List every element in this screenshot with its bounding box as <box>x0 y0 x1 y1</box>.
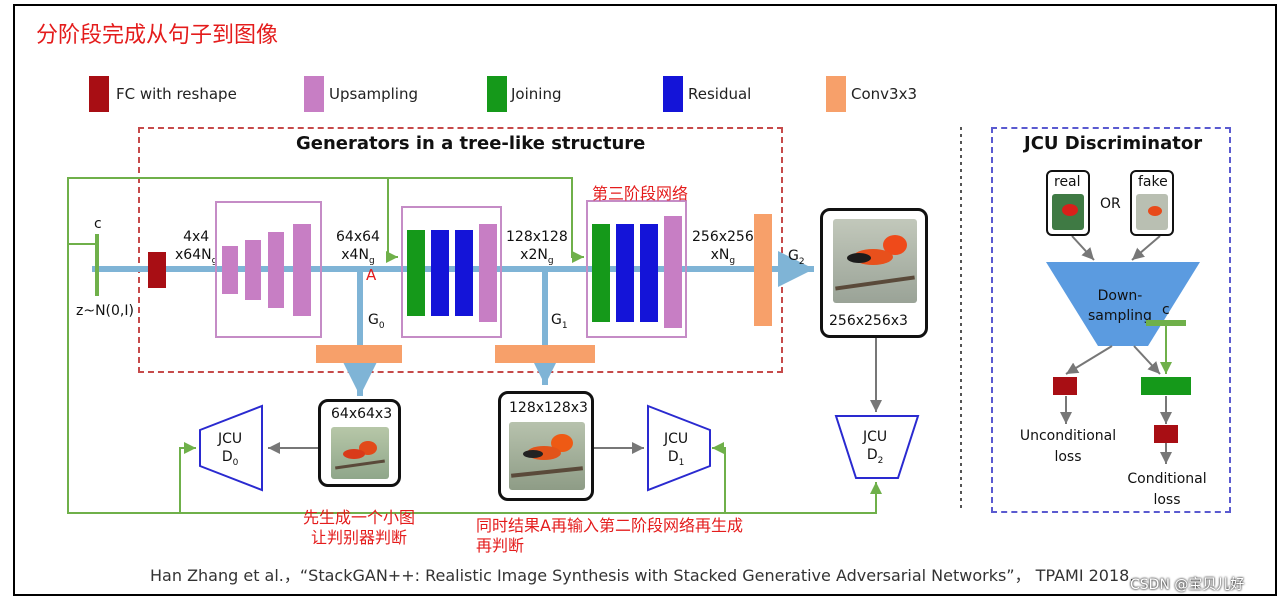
annotation-2: 同时结果A再输入第二阶段网络再生成再判断 <box>476 516 743 555</box>
bird-image-large <box>833 219 917 303</box>
upsample-bar <box>479 224 497 322</box>
real-image: real <box>1046 170 1090 236</box>
legend-swatch-upsampling <box>304 76 324 112</box>
residual-bar <box>455 230 473 316</box>
g2-label: G2 <box>788 248 805 267</box>
d1-shape <box>647 404 711 492</box>
legend-swatch-residual <box>663 76 683 112</box>
generators-region <box>138 127 783 373</box>
green-c-line-2 <box>388 177 584 263</box>
upsample-bar <box>293 224 311 316</box>
image-256: 256x256x3 <box>820 208 928 338</box>
upsample-bar <box>245 240 261 300</box>
page-title: 分阶段完成从句子到图像 <box>36 23 279 48</box>
legend-swatch-conv <box>826 76 846 112</box>
c-label: c <box>94 216 102 232</box>
green-c-line <box>67 177 398 263</box>
bird-image-medium <box>509 422 585 490</box>
d0-shape <box>199 404 263 492</box>
legend-label-joining: Joining <box>511 85 562 103</box>
conv-final <box>754 214 772 326</box>
legend-label-fc: FC with reshape <box>116 85 237 103</box>
stage3-block <box>586 200 687 338</box>
residual-bar <box>431 230 449 316</box>
legend-label-upsampling: Upsampling <box>329 85 419 103</box>
point-a-label: A <box>366 266 377 284</box>
or-label: OR <box>1100 196 1121 212</box>
real-bird <box>1052 194 1084 230</box>
upsample-bar <box>222 246 238 294</box>
fc-block <box>148 252 166 288</box>
stage2-block <box>401 206 502 338</box>
legend-swatch-joining <box>487 76 507 112</box>
legend-label-residual: Residual <box>688 85 752 103</box>
cond-block <box>1154 425 1178 443</box>
legend-swatch-fc <box>89 76 109 112</box>
downsampling-shape <box>1046 262 1200 346</box>
stage1-block <box>215 201 322 338</box>
jcu-heading: JCU Discriminator <box>1024 133 1203 154</box>
green-d1 <box>712 442 726 513</box>
joining-bar <box>407 230 425 316</box>
image-64: 64x64x3 <box>318 399 401 487</box>
residual-bar <box>616 224 634 322</box>
jcu-c-bar <box>1146 320 1186 326</box>
image-128: 128x128x3 <box>498 391 594 501</box>
green-d0 <box>179 442 196 513</box>
figure-frame <box>13 4 1277 596</box>
citation: Han Zhang et al.，“StackGAN++: Realistic … <box>150 566 1135 585</box>
conv-g1 <box>495 345 595 363</box>
jcu-panel <box>991 127 1231 513</box>
g0-label: G0 <box>368 312 385 331</box>
generators-heading: Generators in a tree-like structure <box>296 133 646 154</box>
uncond-block <box>1053 377 1077 395</box>
joining-bar <box>592 224 610 322</box>
watermark: CSDN @宝贝儿好 <box>1130 577 1245 593</box>
jcu-c-label: c <box>1162 302 1170 318</box>
joining-block <box>1141 377 1191 395</box>
z-label: z~N(0,I) <box>76 303 134 319</box>
fake-image: fake <box>1130 170 1174 236</box>
annotation-1: 先生成一个小图让判别器判断 <box>303 508 416 547</box>
green-bottom-line <box>67 244 882 514</box>
conv-g0 <box>316 345 402 363</box>
upsample-bar <box>268 232 284 308</box>
downsampling-label: Down-sampling <box>1088 288 1152 324</box>
fake-bird <box>1136 194 1168 230</box>
g1-label: G1 <box>551 312 568 331</box>
upsample-bar <box>664 216 682 328</box>
d2-shape <box>834 415 920 479</box>
stage3-note: 第三阶段网络 <box>592 184 689 203</box>
legend-label-conv: Conv3x3 <box>851 85 917 103</box>
bird-image-small <box>331 427 389 479</box>
residual-bar <box>640 224 658 322</box>
